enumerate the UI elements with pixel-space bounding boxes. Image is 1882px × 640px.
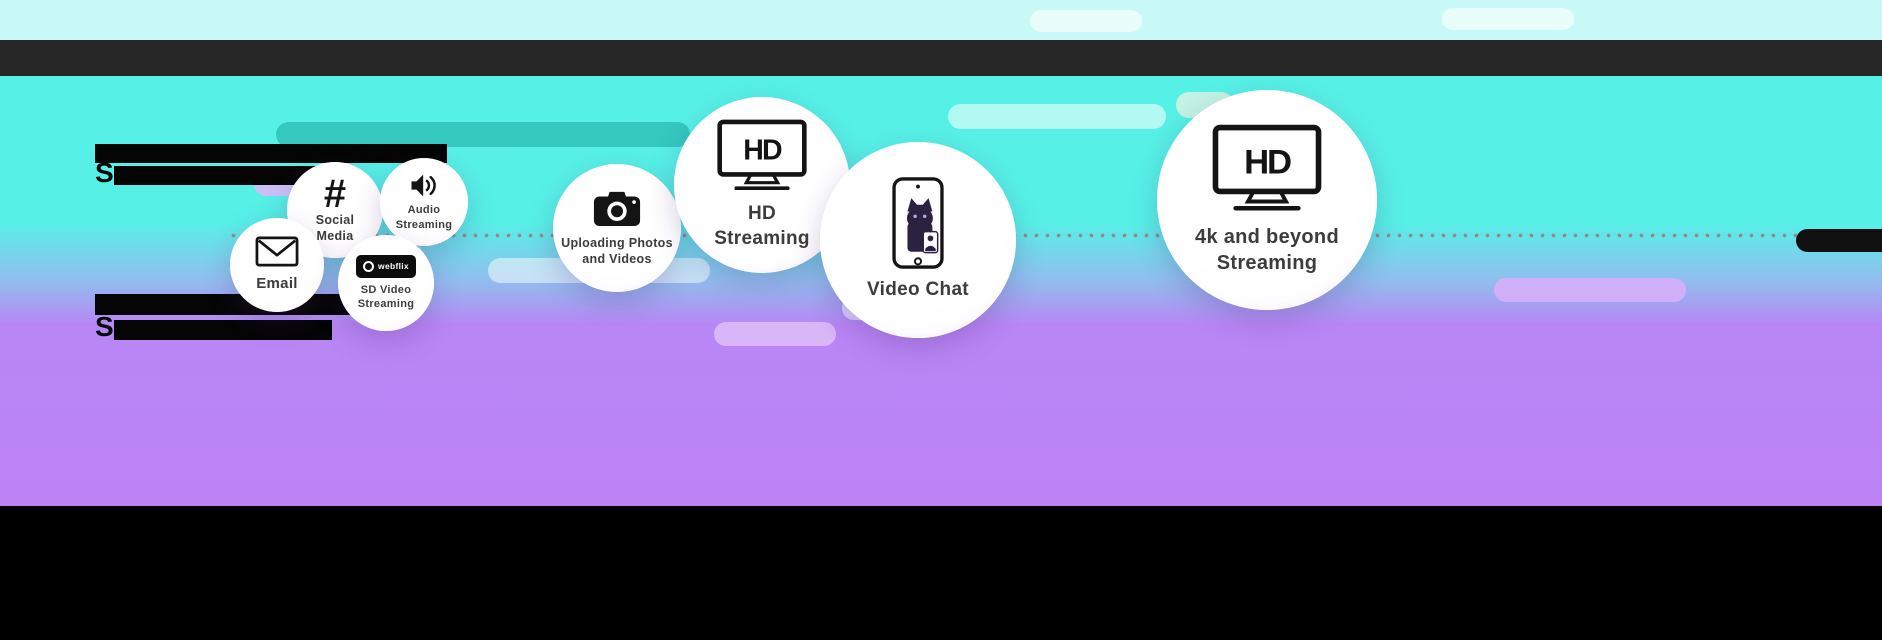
decorative-pill-teal — [276, 122, 690, 147]
header-bar — [0, 40, 1882, 76]
redacted-heading-bar — [114, 320, 332, 340]
bubble-label: SD Video Streaming — [357, 283, 415, 310]
webflix-logo-icon — [363, 260, 375, 272]
webflix-player-icon: webflix — [356, 254, 416, 278]
decorative-pill-black — [1796, 229, 1882, 252]
decorative-pill — [1030, 10, 1142, 32]
decorative-pill — [714, 322, 836, 346]
decorative-pill — [948, 104, 1166, 129]
decorative-pill — [1494, 278, 1686, 302]
bubble-sd-video-streaming: webflix SD Video Streaming — [338, 235, 434, 331]
bubble-hd-streaming: HD HD Streaming — [674, 97, 850, 273]
bubble-label: Uploading Photos and Videos — [561, 236, 673, 266]
bubble-label: 4k and beyond Streaming — [1195, 225, 1339, 274]
heading-initial: S — [95, 311, 115, 342]
webflix-logo-text: webflix — [378, 261, 409, 272]
bubble-uploading-photos: Uploading Photos and Videos — [553, 164, 681, 292]
bubble-uhd-streaming: HD 4k and beyond Streaming — [1157, 90, 1377, 310]
video-chat-phone-icon — [892, 177, 944, 270]
bubble-label: Email — [256, 275, 298, 293]
bubble-label: HD Streaming — [714, 203, 810, 249]
hd-tv-icon: HD — [717, 119, 807, 191]
hd-tv-text: HD — [743, 135, 782, 167]
bubble-label: Audio Streaming — [395, 204, 453, 231]
hd-tv-text: HD — [1244, 143, 1291, 181]
top-strip-band — [0, 0, 1882, 40]
envelope-icon — [255, 236, 299, 267]
heading-initial: S — [95, 157, 115, 188]
bubble-label: Video Chat — [867, 279, 969, 301]
speaker-icon — [411, 175, 436, 197]
camera-icon — [593, 191, 641, 227]
bubble-email: Email — [230, 218, 324, 312]
bubble-video-chat: Video Chat — [820, 142, 1016, 338]
hashtag-icon: # — [323, 171, 347, 216]
decorative-pill — [1442, 8, 1574, 30]
redacted-heading-bar — [114, 166, 320, 185]
redacted-heading-bar — [95, 144, 447, 163]
hd-tv-icon: HD — [1212, 124, 1322, 211]
footer-band — [0, 506, 1882, 640]
bubble-label: Social Media — [315, 212, 355, 243]
bubble-audio-streaming: Audio Streaming — [380, 158, 468, 246]
